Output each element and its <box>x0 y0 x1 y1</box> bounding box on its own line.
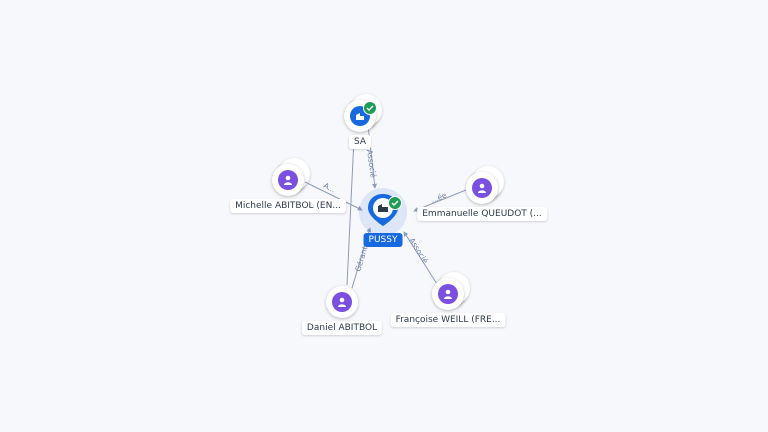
edge-label-francoise: Associé <box>407 236 430 265</box>
person-icon <box>278 170 298 190</box>
node-daniel-label: Daniel ABITBOL <box>301 321 383 335</box>
edge-michelle <box>304 181 363 211</box>
edge-francoise <box>403 231 438 285</box>
edge-label-sa: Associé <box>365 149 378 179</box>
edge-sa-daniel <box>346 137 355 286</box>
person-icon <box>472 178 492 198</box>
node-daniel-disc <box>326 286 358 318</box>
person-icon <box>438 284 458 304</box>
node-sa-label: SA <box>348 135 372 149</box>
node-francoise-label: Françoise WEILL (FRE... <box>390 313 506 327</box>
edge-label-michelle: A... <box>322 181 337 195</box>
center-node-label: PUSSY <box>363 233 403 247</box>
node-michelle-disc <box>272 158 310 196</box>
node-emmanuelle-label: Emmanuelle QUEUDOT (... <box>417 207 547 221</box>
person-icon <box>332 292 352 312</box>
check-badge-icon <box>388 196 402 210</box>
node-emmanuelle-disc <box>466 166 504 204</box>
node-francoise-disc <box>432 272 470 310</box>
edge-label-daniel: Gérant <box>353 245 369 272</box>
node-michelle-label: Michelle ABITBOL (EN... <box>230 199 346 213</box>
edge-label-emmanuelle: ...ée <box>429 190 448 205</box>
check-badge-icon <box>363 101 377 115</box>
